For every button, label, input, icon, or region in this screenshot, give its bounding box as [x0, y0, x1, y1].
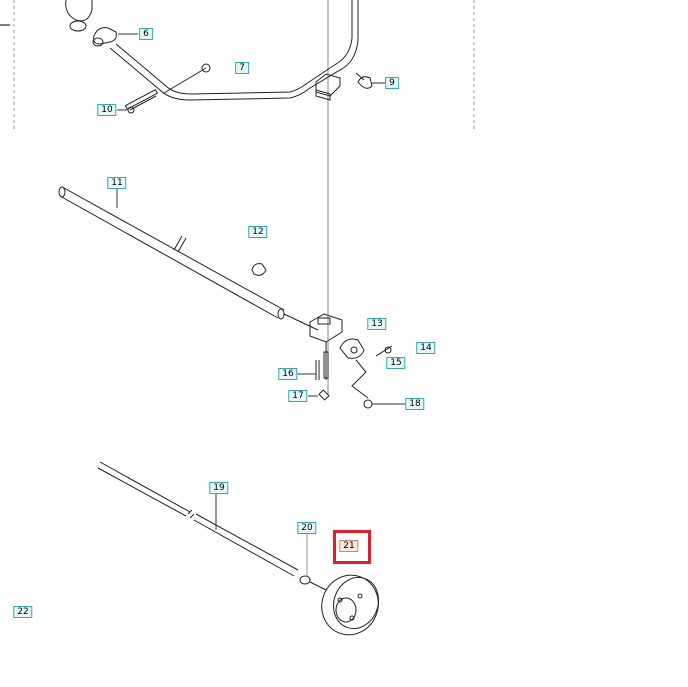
part-label-19[interactable]: 19 [209, 482, 229, 494]
part-label-14[interactable]: 14 [416, 342, 436, 354]
part-label-15[interactable]: 15 [386, 357, 406, 369]
part-label-17[interactable]: 17 [288, 390, 308, 402]
handle-bar-outer [109, 0, 359, 101]
part-label-7[interactable]: 7 [235, 62, 249, 74]
part-label-18[interactable]: 18 [405, 398, 425, 410]
part-label-22[interactable]: 22 [13, 606, 33, 618]
part-label-20[interactable]: 20 [297, 522, 317, 534]
part-label-16[interactable]: 16 [278, 368, 298, 380]
part-label-21[interactable]: 21 [339, 540, 359, 552]
highlight-box [333, 530, 371, 564]
screw-12 [251, 263, 267, 276]
handle-bar-inner [115, 0, 353, 95]
washer-20 [299, 575, 311, 585]
part-label-11[interactable]: 11 [107, 177, 127, 189]
part-label-12[interactable]: 12 [248, 226, 268, 238]
knob-9 [357, 76, 373, 89]
part-label-9[interactable]: 9 [385, 77, 399, 89]
clamp-part-6 [92, 27, 117, 47]
drive-shaft-19 [97, 461, 299, 577]
handle-clamp-block [315, 73, 341, 101]
part-label-10[interactable]: 10 [97, 104, 117, 116]
clamp-13 [309, 313, 365, 359]
part-label-13[interactable]: 13 [367, 318, 387, 330]
part-label-6[interactable]: 6 [139, 28, 153, 40]
shaft-tube-11 [58, 186, 319, 331]
handle-clamp-top [65, 0, 93, 32]
clutch-drum-21 [321, 574, 380, 636]
